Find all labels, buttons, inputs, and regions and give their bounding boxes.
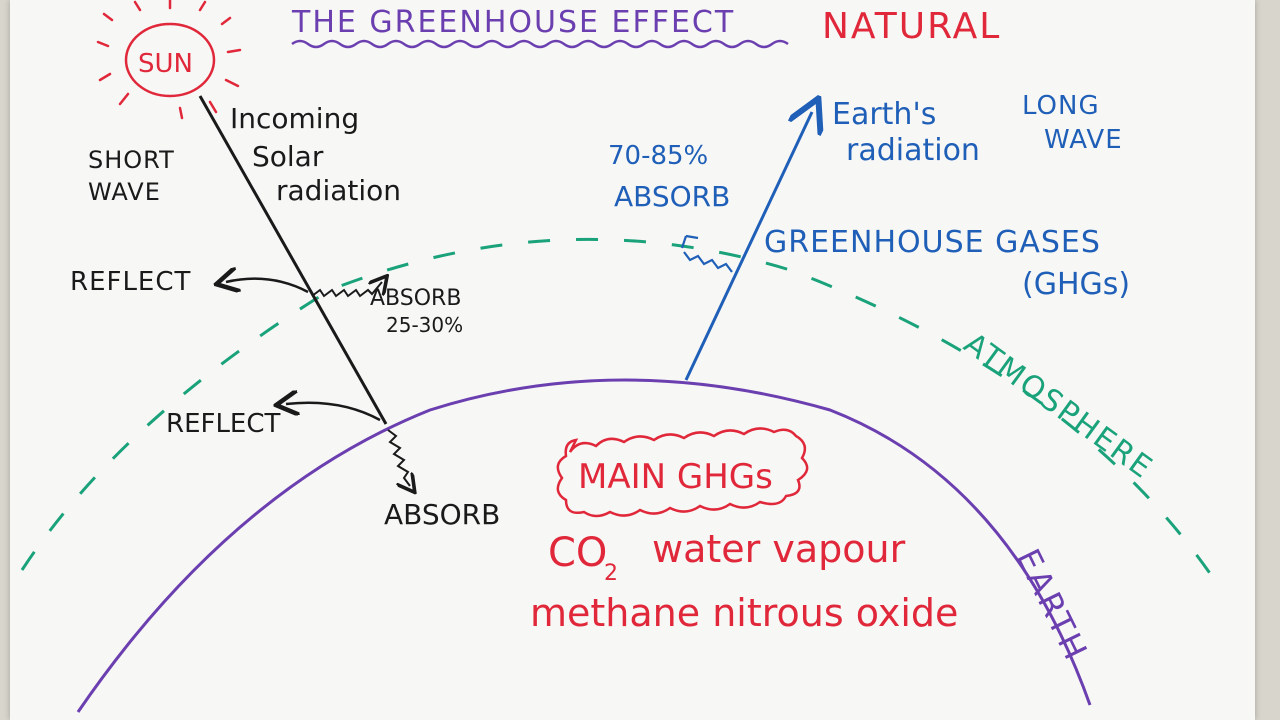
earth-radiation-line-1: Earth's xyxy=(832,97,936,132)
sun-label: SUN xyxy=(138,49,193,79)
earth-label: EARTH xyxy=(1009,543,1096,668)
earth-surface xyxy=(76,378,1092,713)
sun-icon xyxy=(96,0,242,120)
methane-nitrous-label: methane nitrous oxide xyxy=(530,591,958,635)
ghg-absorb-percent: 70-85% xyxy=(608,141,708,171)
reflect-lower-arrow xyxy=(286,403,381,422)
diagram-title: THE GREENHOUSE EFFECT xyxy=(291,5,735,40)
long-wave-line-2: WAVE xyxy=(1044,125,1123,155)
absorb-atmosphere-label: ABSORB xyxy=(370,286,461,311)
incoming-line-3: radiation xyxy=(276,174,401,207)
poster-board xyxy=(10,0,1255,720)
absorb-atmosphere-squiggle xyxy=(311,282,382,298)
greenhouse-gases-label: GREENHOUSE GASES xyxy=(764,225,1101,260)
co2-subscript: 2 xyxy=(604,561,618,586)
ghg-absorb-arrowhead xyxy=(680,234,699,249)
absorb-surface-squiggle xyxy=(387,429,410,486)
absorb-atmosphere-percent: 25-30% xyxy=(386,313,463,337)
atmosphere-boundary xyxy=(20,237,1220,586)
reflect-lower-label: REFLECT xyxy=(166,409,281,439)
short-wave-line-1: SHORT xyxy=(88,146,175,174)
reflect-upper-arrow xyxy=(226,279,309,292)
atmosphere-label: ATMOSPHERE xyxy=(957,326,1159,486)
earth-radiation-arrow xyxy=(684,112,812,381)
incoming-line-1: Incoming xyxy=(230,102,359,135)
incoming-radiation-arrow xyxy=(198,95,388,425)
water-vapour-label: water vapour xyxy=(652,527,906,571)
long-wave-line-1: LONG xyxy=(1022,91,1100,121)
incoming-line-2: Solar xyxy=(252,140,324,173)
ghg-absorb-label: ABSORB xyxy=(614,180,730,213)
main-ghgs-heading: MAIN GHGs xyxy=(578,457,773,497)
ghgs-abbreviation: (GHGs) xyxy=(1022,267,1130,302)
natural-label: NATURAL xyxy=(822,6,1001,47)
title-underline xyxy=(291,39,789,49)
absorb-surface-label: ABSORB xyxy=(384,498,500,531)
co2-label: CO xyxy=(548,530,607,576)
ghg-absorb-squiggle xyxy=(683,251,733,273)
earth-radiation-line-2: radiation xyxy=(846,133,980,168)
reflect-upper-label: REFLECT xyxy=(70,267,191,297)
main-ghgs-cloud xyxy=(556,427,809,518)
short-wave-line-2: WAVE xyxy=(88,178,161,206)
